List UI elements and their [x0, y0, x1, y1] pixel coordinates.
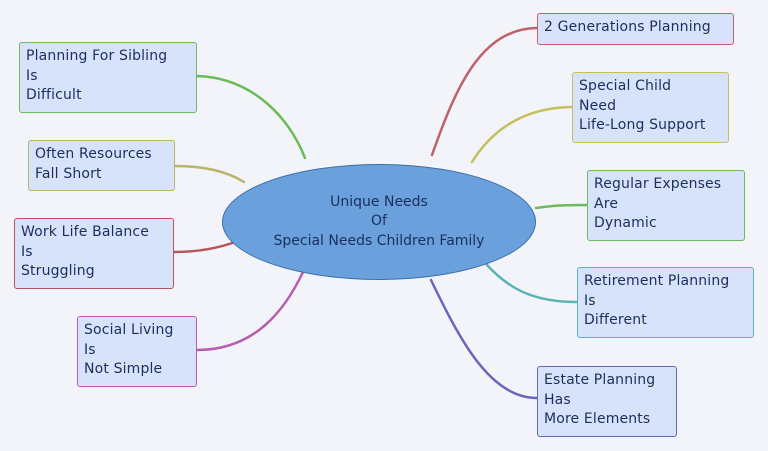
topic-line: 2 Generations Planning [544, 19, 711, 35]
topic-social-living[interactable]: Social Living Is Not Simple [77, 316, 197, 387]
topic-line: Is [584, 292, 596, 309]
topic-line: Is [21, 243, 33, 260]
topic-line: Different [584, 312, 647, 328]
topic-regular-expenses[interactable]: Regular Expenses Are Dynamic [587, 170, 745, 241]
topic-line: Estate Planning [544, 372, 656, 388]
connector-regular-expenses [534, 203, 589, 210]
topic-line: Difficult [26, 87, 82, 103]
topic-line: More Elements [544, 411, 651, 427]
topic-line: Social Living [84, 322, 174, 338]
topic-retirement-planning[interactable]: Retirement Planning Is Different [577, 267, 754, 338]
topic-line: Is [26, 67, 38, 84]
topic-two-generations[interactable]: 2 Generations Planning [537, 13, 734, 45]
topic-line: Regular Expenses [594, 176, 722, 192]
topic-line: Fall Short [35, 165, 102, 182]
topic-line: Special Child [579, 78, 672, 94]
connector-estate-planning [429, 278, 539, 400]
central-topic[interactable]: Unique Needs Of Special Needs Children F… [222, 164, 536, 280]
topic-line: Is [84, 341, 96, 358]
topic-line: Need [579, 97, 617, 114]
topic-line: Are [594, 195, 619, 212]
connector-two-generations [430, 26, 540, 157]
topic-planning-for-sibling[interactable]: Planning For Sibling Is Difficult [19, 42, 197, 113]
connector-often-resources [173, 164, 246, 184]
topic-line: Retirement Planning [584, 273, 730, 289]
connector-special-child [470, 105, 575, 164]
connector-planning-for-sibling [195, 74, 307, 160]
connector-retirement-planning [485, 263, 579, 304]
topic-often-resources[interactable]: Often Resources Fall Short [28, 140, 175, 191]
topic-line: Dynamic [594, 215, 657, 231]
topic-line: Often Resources [35, 146, 152, 162]
topic-line: Planning For Sibling [26, 48, 168, 64]
central-topic-line-3: Special Needs Children Family [273, 232, 485, 249]
topic-special-child[interactable]: Special Child Need Life-Long Support [572, 72, 729, 143]
central-topic-line-2: Of [371, 213, 387, 230]
topic-line: Has [544, 391, 571, 408]
topic-line: Work Life Balance [21, 224, 149, 240]
topic-line: Life-Long Support [579, 117, 706, 133]
central-topic-line-1: Unique Needs [330, 193, 428, 210]
connector-social-living [195, 270, 305, 352]
topic-estate-planning[interactable]: Estate Planning Has More Elements [537, 366, 677, 437]
topic-line: Struggling [21, 263, 95, 279]
topic-line: Not Simple [84, 361, 163, 377]
topic-work-life-balance[interactable]: Work Life Balance Is Struggling [14, 218, 174, 289]
connector-work-life-balance [172, 239, 240, 254]
